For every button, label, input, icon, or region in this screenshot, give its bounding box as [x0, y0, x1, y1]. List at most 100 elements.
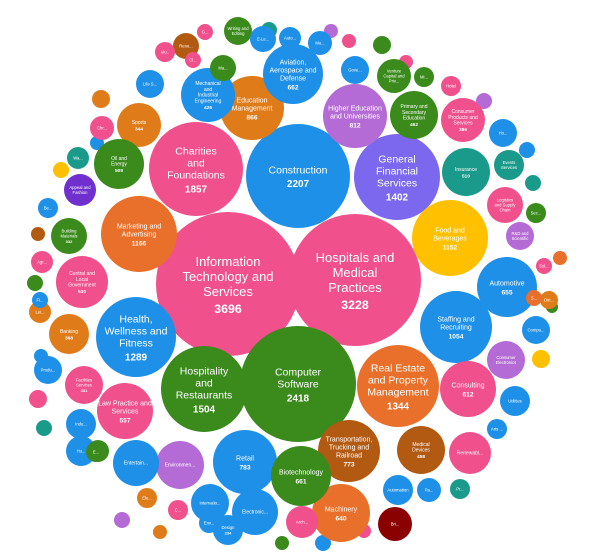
filler-bubble	[53, 162, 69, 178]
bubble	[440, 361, 496, 417]
bubble-label: Medical	[412, 442, 429, 448]
bubble-label: Industrial	[198, 93, 218, 99]
bubble-label: Lei...	[35, 309, 44, 314]
bubble-label: General	[378, 154, 415, 166]
bubble-label: Hospitals and	[316, 250, 395, 265]
bubble-label: Banking	[60, 329, 78, 335]
bubble-value: 783	[239, 464, 250, 471]
bubble-label: Wa...	[73, 155, 83, 160]
bubble-value: 2418	[287, 393, 310, 404]
filler-bubble	[27, 275, 43, 291]
bubble-label: E-Le...	[257, 36, 269, 41]
bubble-label: Fitness	[119, 338, 153, 350]
bubble	[149, 122, 243, 216]
bubble-label: Auto...	[284, 35, 296, 40]
bubble-value: 3696	[214, 302, 242, 316]
bubble-label: Electronic...	[242, 510, 268, 516]
bubble	[412, 200, 488, 276]
bubble	[417, 478, 441, 502]
bubble-label: Machinery	[325, 506, 358, 513]
bubble-label: Restaurants	[176, 390, 233, 402]
bubble-label: Capital and	[383, 73, 405, 78]
bubble-label: Energy	[111, 162, 127, 168]
bubble-value: 344	[135, 126, 143, 132]
bubble	[96, 297, 176, 377]
bubble-label: Services	[501, 165, 517, 170]
filler-bubble	[36, 420, 52, 436]
bubble	[489, 119, 517, 147]
bubble	[477, 257, 537, 317]
bubble-value: 368	[65, 335, 73, 341]
bubble	[210, 55, 236, 81]
filler-bubble	[519, 142, 535, 158]
bubble-value: 386	[459, 127, 467, 133]
bubble-label: Software	[277, 379, 319, 391]
bubble-label: and Universities	[330, 113, 380, 120]
bubble-label: Local	[76, 277, 88, 283]
bubble-label: Utilities	[508, 398, 522, 403]
bubble-label: Hospitality	[180, 366, 229, 378]
bubble-label: Events	[503, 160, 516, 165]
bubble-label: Aerospace and	[269, 67, 316, 74]
bubble	[450, 479, 470, 499]
bubble-label: Arts ...	[491, 426, 503, 431]
bubble-label: Central and	[69, 271, 95, 277]
bubble-label: Sports	[132, 120, 147, 126]
bubble-value: 661	[295, 478, 306, 485]
bubble	[442, 148, 490, 196]
bubble	[101, 196, 177, 272]
bubble-label: and	[195, 378, 213, 390]
bubble-label: Building	[62, 229, 78, 234]
bubble-label: Automotive	[489, 280, 524, 287]
bubble-label: Medical	[333, 265, 378, 280]
bubble-label: Hu...	[77, 448, 86, 453]
bubble-label: Advertising	[122, 231, 157, 238]
filler-bubble	[476, 93, 492, 109]
bubble	[137, 488, 157, 508]
bubble-label: Services	[203, 284, 253, 299]
filler-bubble	[114, 512, 130, 528]
bubble	[185, 52, 201, 68]
bubble-label: Staffing and	[437, 316, 474, 323]
bubble-value: 530	[78, 289, 86, 295]
bubble-label: Primary and	[401, 104, 428, 110]
bubble	[263, 44, 323, 104]
bubble-value: 1166	[132, 241, 147, 248]
bubble	[279, 27, 301, 49]
bubble	[487, 341, 525, 379]
bubble	[420, 291, 492, 363]
filler-bubble	[29, 390, 47, 408]
bubble-label: Arch...	[296, 519, 308, 524]
bubble-label: Editing	[232, 31, 245, 36]
bubble-label: Mi...	[420, 74, 428, 79]
bubble-label: Compu...	[528, 327, 545, 332]
bubble-label: Produ...	[41, 367, 56, 372]
bubble-value: 510	[462, 173, 470, 179]
bubble	[232, 489, 278, 535]
bubble	[487, 419, 507, 439]
bubble	[136, 70, 164, 98]
bubble-label: Devices	[412, 448, 430, 454]
bubble-label: Defense	[280, 75, 306, 82]
bubble	[191, 484, 229, 522]
bubble	[94, 139, 144, 189]
bubble	[341, 56, 369, 84]
bubble-value: 1152	[443, 245, 458, 252]
bubble-label: and	[187, 158, 205, 170]
bubble-value: 612	[462, 391, 473, 398]
bubble	[312, 484, 370, 542]
bubble-value: 640	[335, 515, 346, 522]
bubble	[49, 314, 89, 354]
bubble-label: Bri...	[391, 521, 400, 526]
bubble-label: Ele...	[142, 495, 152, 500]
bubble	[357, 345, 439, 427]
bubble-label: Ho...	[499, 130, 508, 135]
filler-bubble	[315, 535, 331, 551]
bubble-label: Entertain...	[124, 461, 148, 467]
bubble-label: Gove...	[348, 67, 362, 72]
bubble-label: Charities	[175, 146, 216, 158]
bubble-label: Be...	[44, 205, 53, 210]
bubble-label: Recruiting	[440, 324, 472, 331]
bubble-value: 773	[343, 462, 354, 469]
bubble-label: Sol...	[539, 263, 549, 268]
